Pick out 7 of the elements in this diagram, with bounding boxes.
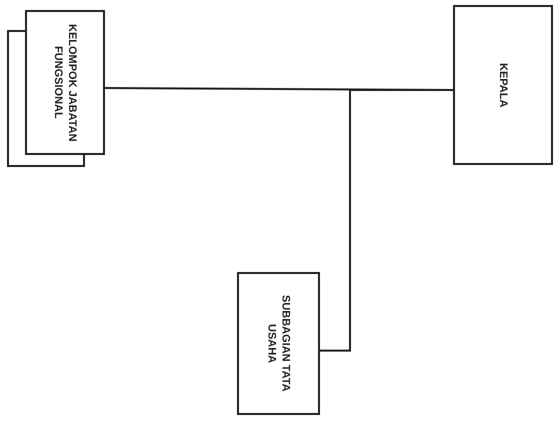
box-label: KELOMPOK JABATAN FUNGSIONAL	[51, 22, 79, 144]
org-box	[25, 10, 105, 155]
connector-line	[320, 89, 453, 352]
org-box	[237, 272, 320, 415]
box-label: SUBBAGIAN TATA USAHA	[264, 294, 292, 394]
org-box	[453, 5, 553, 165]
box-label: KEPALA	[496, 62, 510, 108]
